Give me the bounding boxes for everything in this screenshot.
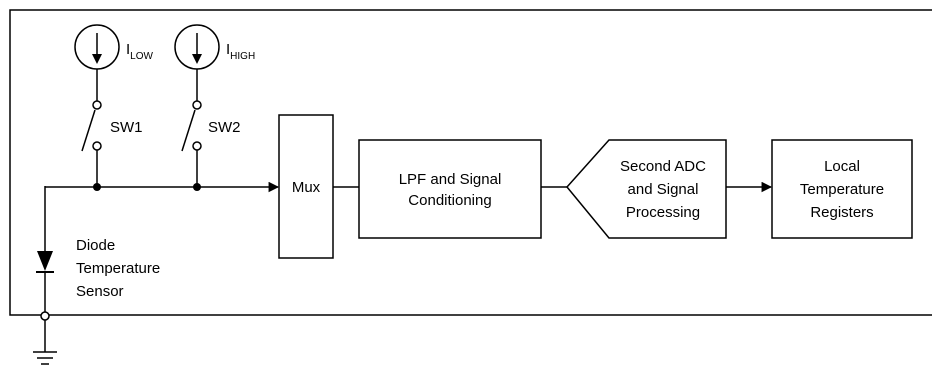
i-high-label: I bbox=[226, 41, 230, 58]
sw2-label: SW2 bbox=[208, 119, 241, 136]
registers-label-line1: Local bbox=[824, 158, 860, 175]
i-high-subscript: HIGH bbox=[230, 51, 255, 62]
registers-label-line3: Registers bbox=[810, 204, 873, 221]
lpf-label-line1: LPF and Signal bbox=[399, 171, 502, 188]
diode-icon bbox=[36, 251, 54, 273]
i-low-subscript: LOW bbox=[130, 51, 153, 62]
current-source-low: ILOW bbox=[74, 24, 154, 70]
switch-sw2-top-terminal bbox=[192, 100, 202, 110]
switch-sw2-bottom-terminal bbox=[192, 141, 202, 151]
chip-boundary bbox=[9, 9, 932, 316]
pin-terminal bbox=[40, 311, 50, 321]
switch-sw1-bottom-terminal bbox=[92, 141, 102, 151]
adc-block bbox=[566, 139, 727, 239]
svg-text:ILOW: ILOW bbox=[126, 41, 154, 62]
adc-label-line3: Processing bbox=[626, 204, 700, 221]
diode-label-line2: Temperature bbox=[76, 260, 160, 277]
lpf-label-line2: Conditioning bbox=[408, 192, 491, 209]
registers-label-line2: Temperature bbox=[800, 181, 884, 198]
svg-text:IHIGH: IHIGH bbox=[226, 41, 255, 62]
switch-sw1-blade bbox=[81, 109, 96, 152]
lpf-block bbox=[358, 139, 542, 239]
switch-sw2-blade bbox=[181, 109, 196, 152]
mux-label: Mux bbox=[292, 179, 321, 196]
adc-label-line1: Second ADC bbox=[620, 158, 706, 175]
ground-icon bbox=[33, 351, 57, 365]
junction-dot bbox=[93, 183, 101, 191]
registers-block bbox=[771, 139, 913, 239]
adc-label-line2: and Signal bbox=[628, 181, 699, 198]
switch-sw1: SW1 bbox=[81, 100, 143, 152]
switch-sw2: SW2 bbox=[181, 100, 241, 152]
sw1-label: SW1 bbox=[110, 119, 143, 136]
i-low-label: I bbox=[126, 41, 130, 58]
diode-label-line3: Sensor bbox=[76, 283, 124, 300]
switch-sw1-top-terminal bbox=[92, 100, 102, 110]
junction-dot bbox=[193, 183, 201, 191]
current-source-high: IHIGH bbox=[174, 24, 255, 70]
diode-label-line1: Diode bbox=[76, 237, 115, 254]
